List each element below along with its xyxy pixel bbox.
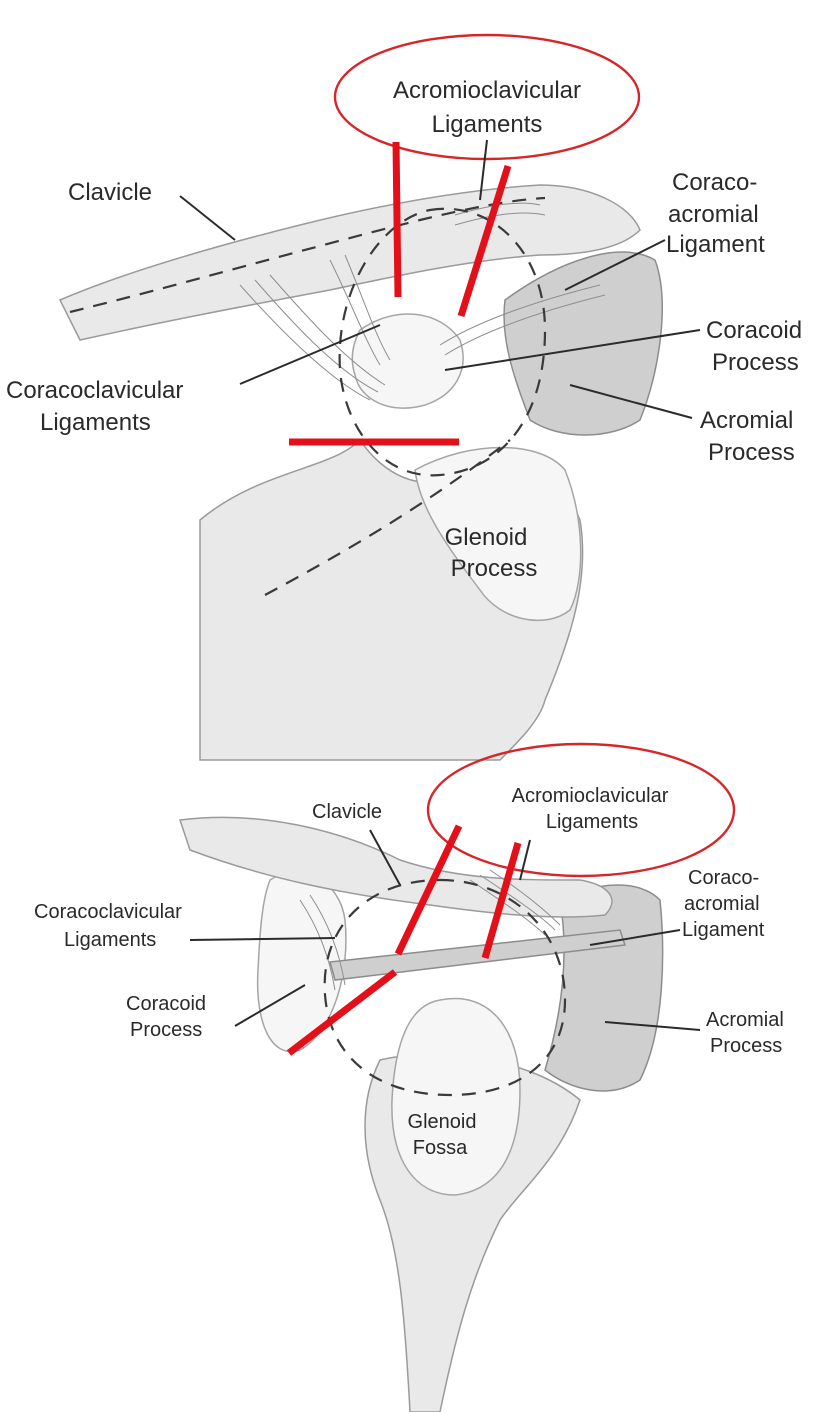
bottom-coracoclavicular-label-1: Coracoclavicular xyxy=(34,901,182,923)
top-acromial-label-2: Process xyxy=(708,439,795,466)
top-coracoid-process xyxy=(352,314,463,408)
top-acromial-process xyxy=(504,252,662,435)
bottom-coraco-acromial-label-1: Coraco- xyxy=(688,867,759,889)
top-figure xyxy=(60,185,662,760)
bottom-acromioclavicular-label-1: Acromioclavicular xyxy=(512,785,669,807)
top-coracoid-label-2: Process xyxy=(712,349,799,376)
top-coraco-acromial-label-2: acromial xyxy=(668,201,759,228)
top-acromioclavicular-label-1: Acromioclavicular xyxy=(393,77,581,104)
top-glenoid-label-2: Process xyxy=(451,555,538,582)
top-clavicle-label: Clavicle xyxy=(68,179,152,206)
top-glenoid-label-1: Glenoid xyxy=(445,524,528,551)
top-coracoclavicular-label-1: Coracoclavicular xyxy=(6,377,183,404)
bottom-acromial-label-1: Acromial xyxy=(706,1009,784,1031)
bottom-acromioclavicular-oval xyxy=(428,744,734,876)
top-coraco-acromial-label-1: Coraco- xyxy=(672,169,757,196)
top-coraco-acromial-label-3: Ligament xyxy=(666,231,765,258)
bottom-acromial-label-2: Process xyxy=(710,1035,782,1057)
bottom-glenoid-label-2: Fossa xyxy=(413,1137,468,1159)
bottom-glenoid-fossa xyxy=(392,998,520,1195)
top-coracoclavicular-label-2: Ligaments xyxy=(40,409,151,436)
bottom-acromioclavicular-leader xyxy=(520,840,530,880)
top-red-mark-vertical xyxy=(396,142,398,297)
top-acromioclavicular-label-2: Ligaments xyxy=(432,111,543,138)
top-coracoid-label-1: Coracoid xyxy=(706,317,802,344)
top-clavicle-leader xyxy=(180,196,235,240)
bottom-coracoid-label-2: Process xyxy=(130,1019,202,1041)
bottom-coraco-acromial-label-2: acromial xyxy=(684,893,760,915)
top-acromial-label-1: Acromial xyxy=(700,407,793,434)
bottom-coraco-acromial-label-3: Ligament xyxy=(682,919,765,941)
bottom-clavicle-label: Clavicle xyxy=(312,801,382,823)
bottom-glenoid-label-1: Glenoid xyxy=(408,1111,477,1133)
bottom-coracoclavicular-label-2: Ligaments xyxy=(64,929,156,951)
bottom-acromioclavicular-label-2: Ligaments xyxy=(546,811,638,833)
bottom-coracoid-label-1: Coracoid xyxy=(126,993,206,1015)
